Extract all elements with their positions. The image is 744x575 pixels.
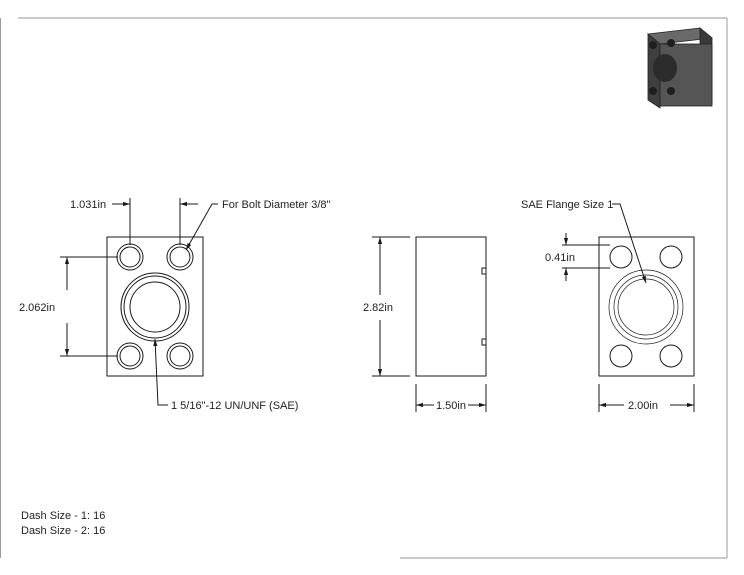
part-thumbnail	[647, 27, 713, 109]
dim-side-width: 1.50in	[436, 400, 466, 412]
thread-callout: 1 5/16"-12 UN/UNF (SAE)	[171, 400, 298, 412]
front-view-outline	[106, 236, 204, 377]
rear-hole-top-right	[659, 245, 683, 269]
flange-size-callout: SAE Flange Size 1	[521, 199, 613, 211]
dash-size-notes: Dash Size - 1: 16 Dash Size - 2: 16	[21, 509, 105, 539]
rear-view	[562, 203, 695, 412]
rear-hole-top-left	[609, 245, 633, 269]
dim-bolt-spacing: 1.031in	[70, 199, 106, 211]
rear-view-outline	[598, 236, 695, 377]
dash-size-note-2: Dash Size - 2: 16	[21, 525, 106, 537]
threaded-port	[120, 272, 190, 342]
bolt-hole-bottom-left	[116, 342, 144, 370]
dash-size-note-1: Dash Size - 1: 16	[21, 510, 106, 522]
rear-hole-bottom-right	[659, 344, 683, 368]
front-view	[60, 198, 218, 406]
rear-hole-bottom-left	[609, 344, 633, 368]
flange-port	[608, 269, 684, 345]
dim-rear-width: 2.00in	[628, 400, 658, 412]
side-view	[372, 236, 487, 412]
bolt-hole-top-right	[166, 243, 194, 271]
side-view-outline	[415, 236, 487, 377]
bolt-hole-bottom-right	[166, 342, 194, 370]
bolt-hole-top-left	[116, 243, 144, 271]
dim-rear-offset: 0.41in	[545, 252, 575, 264]
dim-side-height: 2.82in	[363, 302, 393, 314]
dim-vertical-spacing: 2.062in	[19, 302, 55, 314]
bolt-diameter-callout: For Bolt Diameter 3/8"	[222, 199, 331, 211]
sheet-border	[0, 17, 728, 559]
